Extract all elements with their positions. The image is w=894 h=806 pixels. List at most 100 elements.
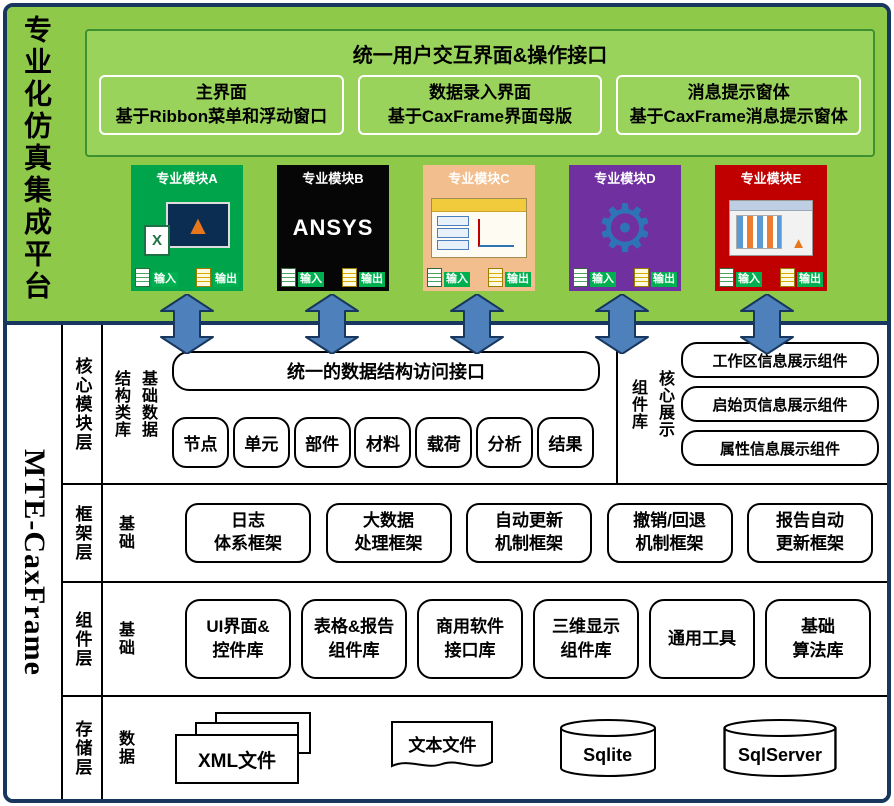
display-box-property: 属性信息展示组件 — [681, 430, 879, 466]
module-output: 输出 — [634, 268, 677, 287]
document-page-icon: XML文件 — [175, 734, 299, 784]
data-box-analysis: 分析 — [476, 417, 534, 468]
sqlserver-label: SqlServer — [737, 745, 823, 765]
module-input: 输入 — [281, 268, 324, 287]
layer-rows: 核心模块层 结构类库 基础数据 统一的数据结构访问接口 节点 单元 部件 材料 … — [63, 325, 887, 799]
data-box-material: 材料 — [354, 417, 412, 468]
layer-label-text: 组件层 — [72, 610, 92, 668]
fw-box-report-update: 报告自动 更新框架 — [747, 503, 873, 563]
fw-box-undo-rollback: 撤销/回退 机制框架 — [606, 503, 733, 563]
comp-box-line: 表格&报告 — [313, 617, 395, 637]
component-sub-label: 基础 — [103, 583, 145, 695]
fw-box-line: 日志 — [231, 511, 265, 531]
ui-panel-main-interface: 主界面 基于Ribbon菜单和浮动窗口 — [99, 75, 344, 135]
excel-icon: X — [144, 224, 170, 256]
fw-box-line: 大数据 — [363, 511, 414, 531]
ui-panel-line: 数据录入界面 — [429, 83, 531, 102]
output-label: 输出 — [651, 272, 677, 287]
framework-boxes: 日志 体系框架 大数据 处理框架 自动更新 机制框架 撤销/回退 机制框架 — [145, 485, 887, 581]
gear-icon: ⚙ — [595, 190, 655, 265]
data-box-node: 节点 — [172, 417, 229, 468]
sqlserver-db-shape: SqlServer — [721, 718, 839, 778]
flow-box-icon — [437, 215, 469, 226]
module-e: 专业模块E ▲ 输入 — [715, 165, 827, 291]
display-component-boxes: 工作区信息展示组件 启始页信息展示组件 属性信息展示组件 — [681, 325, 879, 483]
fw-box-line: 体系框架 — [214, 534, 282, 553]
comp-box-basic-algorithms: 基础 算法库 — [765, 599, 871, 679]
core-module-layer-row: 核心模块层 结构类库 基础数据 统一的数据结构访问接口 节点 单元 部件 材料 … — [63, 325, 887, 485]
output-doc-icon — [342, 268, 357, 287]
text-file-shape: 文本文件 — [390, 720, 494, 776]
input-label: 输入 — [590, 272, 616, 287]
component-boxes: UI界面& 控件库 表格&报告 组件库 商用软件 接口库 三维显示 组件库 — [145, 583, 887, 695]
display-box-workspace: 工作区信息展示组件 — [681, 342, 879, 378]
component-lib-label: 组件库 — [629, 378, 646, 430]
module-c-label: 专业模块C — [448, 171, 510, 186]
comp-box-line: UI界面& — [206, 617, 270, 637]
module-b-label: 专业模块B — [302, 171, 364, 186]
storage-sub-label: 数据 — [103, 697, 145, 799]
window-titlebar-icon — [730, 200, 812, 211]
output-label: 输出 — [359, 272, 385, 287]
layer-label-core: 核心模块层 — [63, 325, 103, 483]
ui-panel-message-window: 消息提示窗体 基于CaxFrame消息提示窗体 — [616, 75, 862, 135]
component-layer-row: 组件层 基础 UI界面& 控件库 表格&报告 组件库 商用软件 — [63, 583, 887, 697]
fw-box-logging: 日志 体系框架 — [185, 503, 311, 563]
app-screenshot-icon: ▲ — [729, 199, 813, 256]
comp-box-line: 控件库 — [212, 641, 264, 660]
mte-caxframe-section: MTE-CaxFrame 核心模块层 结构类库 基础数据 统一的数据结构访问接口… — [7, 321, 887, 799]
fw-box-line: 机制框架 — [495, 534, 563, 553]
comp-box-line: 基础 — [801, 617, 835, 637]
layer-label-storage: 存储层 — [63, 697, 103, 799]
comp-box-line: 通用工具 — [668, 629, 736, 649]
output-label: 输出 — [213, 272, 239, 287]
basic-data-label: 基础数据 — [139, 370, 156, 438]
matlab-excel-logo-icon: ▲ X — [131, 187, 243, 268]
display-box-startpage: 启始页信息展示组件 — [681, 386, 879, 422]
xml-files-shape: XML文件 — [175, 712, 327, 784]
workbench-window-icon — [423, 187, 535, 268]
flow-box-icon — [437, 227, 469, 238]
input-label: 输入 — [444, 272, 470, 287]
module-output: 输出 — [780, 268, 823, 287]
excel-x-glyph: X — [151, 231, 162, 249]
platform-section: 专业化仿真集成平台 统一用户交互界面&操作接口 主界面 基于Ribbon菜单和浮… — [7, 7, 887, 321]
workbench-screenshot-icon — [431, 197, 527, 258]
module-d-io: 输入 输出 — [569, 268, 681, 291]
input-doc-icon — [281, 268, 296, 287]
module-d: 专业模块D ⚙ 输入 输出 — [569, 165, 681, 291]
module-c-io: 输入 输出 — [423, 268, 535, 291]
structure-lib-label: 结构类库 — [112, 370, 129, 438]
ui-box-title: 统一用户交互界面&操作接口 — [352, 45, 608, 67]
comp-box-line: 组件库 — [328, 641, 380, 660]
input-label: 输入 — [736, 272, 762, 287]
matlab-membrane-icon: ▲ — [791, 234, 806, 252]
module-c: 专业模块C 输入 — [423, 165, 535, 291]
ui-panel-line: 主界面 — [195, 83, 247, 102]
module-input: 输入 — [427, 268, 470, 287]
input-label: 输入 — [152, 272, 178, 287]
matlab-membrane-icon: ▲ — [185, 209, 211, 240]
layer-label-text: 框架层 — [72, 504, 92, 562]
platform-title: 专业化仿真集成平台 — [21, 15, 52, 303]
module-input: 输入 — [719, 268, 762, 287]
mte-caxframe-title: MTE-CaxFrame — [18, 448, 51, 676]
ui-panel-line: 基于CaxFrame消息提示窗体 — [629, 106, 848, 126]
sub-label-text: 基础 — [116, 515, 133, 551]
input-doc-icon — [135, 268, 150, 287]
ansys-logo: ANSYS — [277, 187, 389, 268]
framework-layer-row: 框架层 基础 日志 体系框架 大数据 处理框架 自动更新 — [63, 485, 887, 583]
module-e-io: 输入 输出 — [715, 268, 827, 291]
input-doc-icon — [719, 268, 734, 287]
sqlite-db-shape: Sqlite — [558, 718, 658, 778]
input-label: 输入 — [298, 272, 324, 287]
output-label: 输出 — [797, 272, 823, 287]
module-e-label: 专业模块E — [740, 171, 802, 186]
output-doc-icon — [780, 268, 795, 287]
ui-panel-data-entry: 数据录入界面 基于CaxFrame界面母版 — [357, 75, 603, 135]
ansys-logo-text: ANSYS — [292, 214, 374, 240]
ui-panel-line: 基于CaxFrame界面母版 — [387, 106, 573, 126]
module-a-label: 专业模块A — [156, 171, 218, 186]
database-cylinder-icon — [559, 719, 656, 777]
module-d-label: 专业模块D — [594, 171, 656, 186]
